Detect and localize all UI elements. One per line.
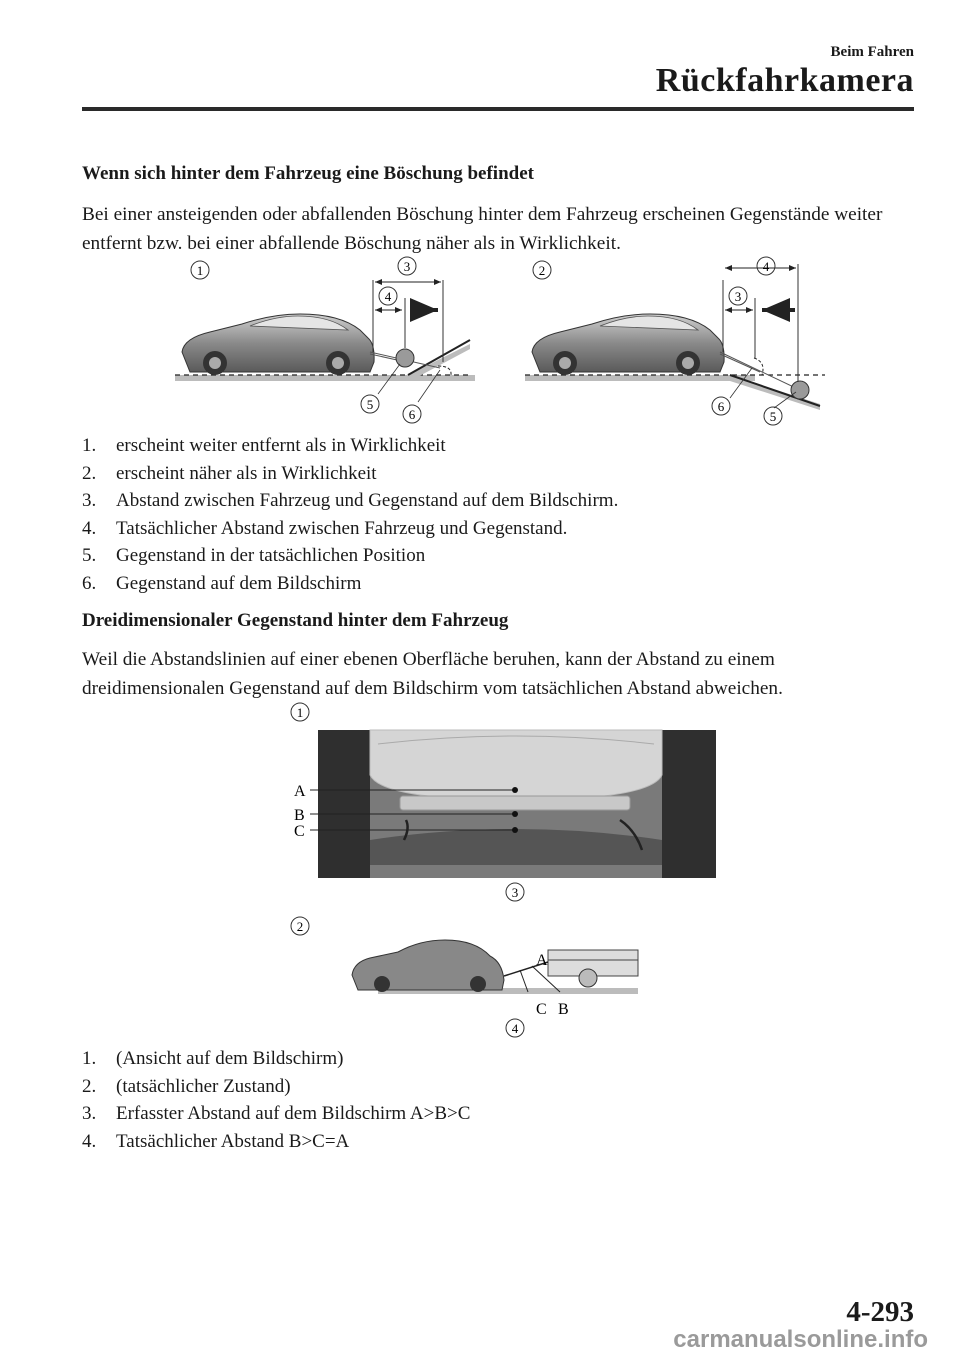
callout-4: 4 xyxy=(505,1018,525,1038)
svg-text:1: 1 xyxy=(197,263,204,278)
callout-5: 5 xyxy=(763,406,783,426)
list-item: 4.Tatsächlicher Abstand B>C=A xyxy=(82,1130,350,1152)
section1-paragraph: Bei einer ansteigenden oder abfallenden … xyxy=(82,204,883,254)
callout-5: 5 xyxy=(360,394,380,414)
slope-figure: 1 3 4 5 6 2 4 3 6 5 xyxy=(175,256,825,426)
svg-text:2: 2 xyxy=(297,919,304,934)
list-item: 5.Gegenstand in der tatsächlichen Positi… xyxy=(82,545,426,566)
svg-text:4: 4 xyxy=(385,289,392,304)
callout-6: 6 xyxy=(402,404,422,424)
list-item: 1.erscheint weiter entfernt als in Wirkl… xyxy=(82,435,446,456)
slope-down-panel xyxy=(525,264,825,410)
section2-legend-list: 1.(Ansicht auf dem Bildschirm) 2.(tatsäc… xyxy=(82,1045,470,1155)
slope-up-panel xyxy=(175,279,475,403)
car-illustration xyxy=(181,313,375,375)
section1-legend-list: 1.erscheint weiter entfernt als in Wirkl… xyxy=(82,432,618,597)
page-title: Rückfahrkamera xyxy=(655,62,914,99)
list-item: 3.Erfasster Abstand auf dem Bildschirm A… xyxy=(82,1103,471,1124)
section2-heading: Dreidimensionaler Gegenstand hinter dem … xyxy=(82,610,509,631)
list-item: 2.(tatsächlicher Zustand) xyxy=(82,1075,291,1097)
list-item: 3.Abstand zwischen Fahrzeug und Gegensta… xyxy=(82,490,619,511)
svg-text:4: 4 xyxy=(512,1021,519,1036)
svg-text:2: 2 xyxy=(539,263,546,278)
watermark: carmanualsonline.info xyxy=(673,1326,928,1353)
svg-text:6: 6 xyxy=(718,399,725,414)
svg-text:A: A xyxy=(536,952,548,969)
svg-text:4: 4 xyxy=(763,259,770,274)
list-item: 2.erscheint näher als in Wirklichkeit xyxy=(82,462,377,484)
header-divider xyxy=(82,107,914,111)
callout-1: 1 xyxy=(290,702,310,722)
list-item: 4.Tatsächlicher Abstand zwischen Fahrzeu… xyxy=(82,517,568,539)
camera-screen-view: A B C xyxy=(294,729,716,878)
header-section-label: Beim Fahren xyxy=(830,44,914,60)
actual-condition-view: A C B xyxy=(351,939,639,1018)
callout-3: 3 xyxy=(728,286,748,306)
svg-text:3: 3 xyxy=(512,885,519,900)
svg-text:C: C xyxy=(294,823,305,840)
callout-4: 4 xyxy=(378,286,398,306)
svg-text:6: 6 xyxy=(409,407,416,422)
svg-text:B: B xyxy=(558,1001,569,1018)
callout-4: 4 xyxy=(756,256,776,276)
callout-6: 6 xyxy=(711,396,731,416)
callout-1: 1 xyxy=(190,260,210,280)
svg-text:3: 3 xyxy=(404,259,411,274)
list-item: 1.(Ansicht auf dem Bildschirm) xyxy=(82,1048,344,1069)
svg-text:5: 5 xyxy=(367,397,374,412)
page-number: 4-293 xyxy=(846,1296,914,1328)
svg-text:5: 5 xyxy=(770,409,777,424)
section1-heading: Wenn sich hinter dem Fahrzeug eine Bösch… xyxy=(82,163,534,184)
section2-paragraph: Weil die Abstandslinien auf einer ebenen… xyxy=(82,649,783,699)
svg-text:A: A xyxy=(294,783,306,800)
svg-text:1: 1 xyxy=(297,705,304,720)
callout-2: 2 xyxy=(532,260,552,280)
list-item: 6.Gegenstand auf dem Bildschirm xyxy=(82,572,362,594)
callout-3: 3 xyxy=(505,882,525,902)
svg-text:B: B xyxy=(294,807,305,824)
car-illustration xyxy=(531,313,725,375)
three-dimensional-figure: A B C A C B 1 3 2 4 xyxy=(290,702,716,1038)
callout-3: 3 xyxy=(397,256,417,276)
svg-text:3: 3 xyxy=(735,289,742,304)
svg-text:C: C xyxy=(536,1001,547,1018)
callout-2: 2 xyxy=(290,916,310,936)
